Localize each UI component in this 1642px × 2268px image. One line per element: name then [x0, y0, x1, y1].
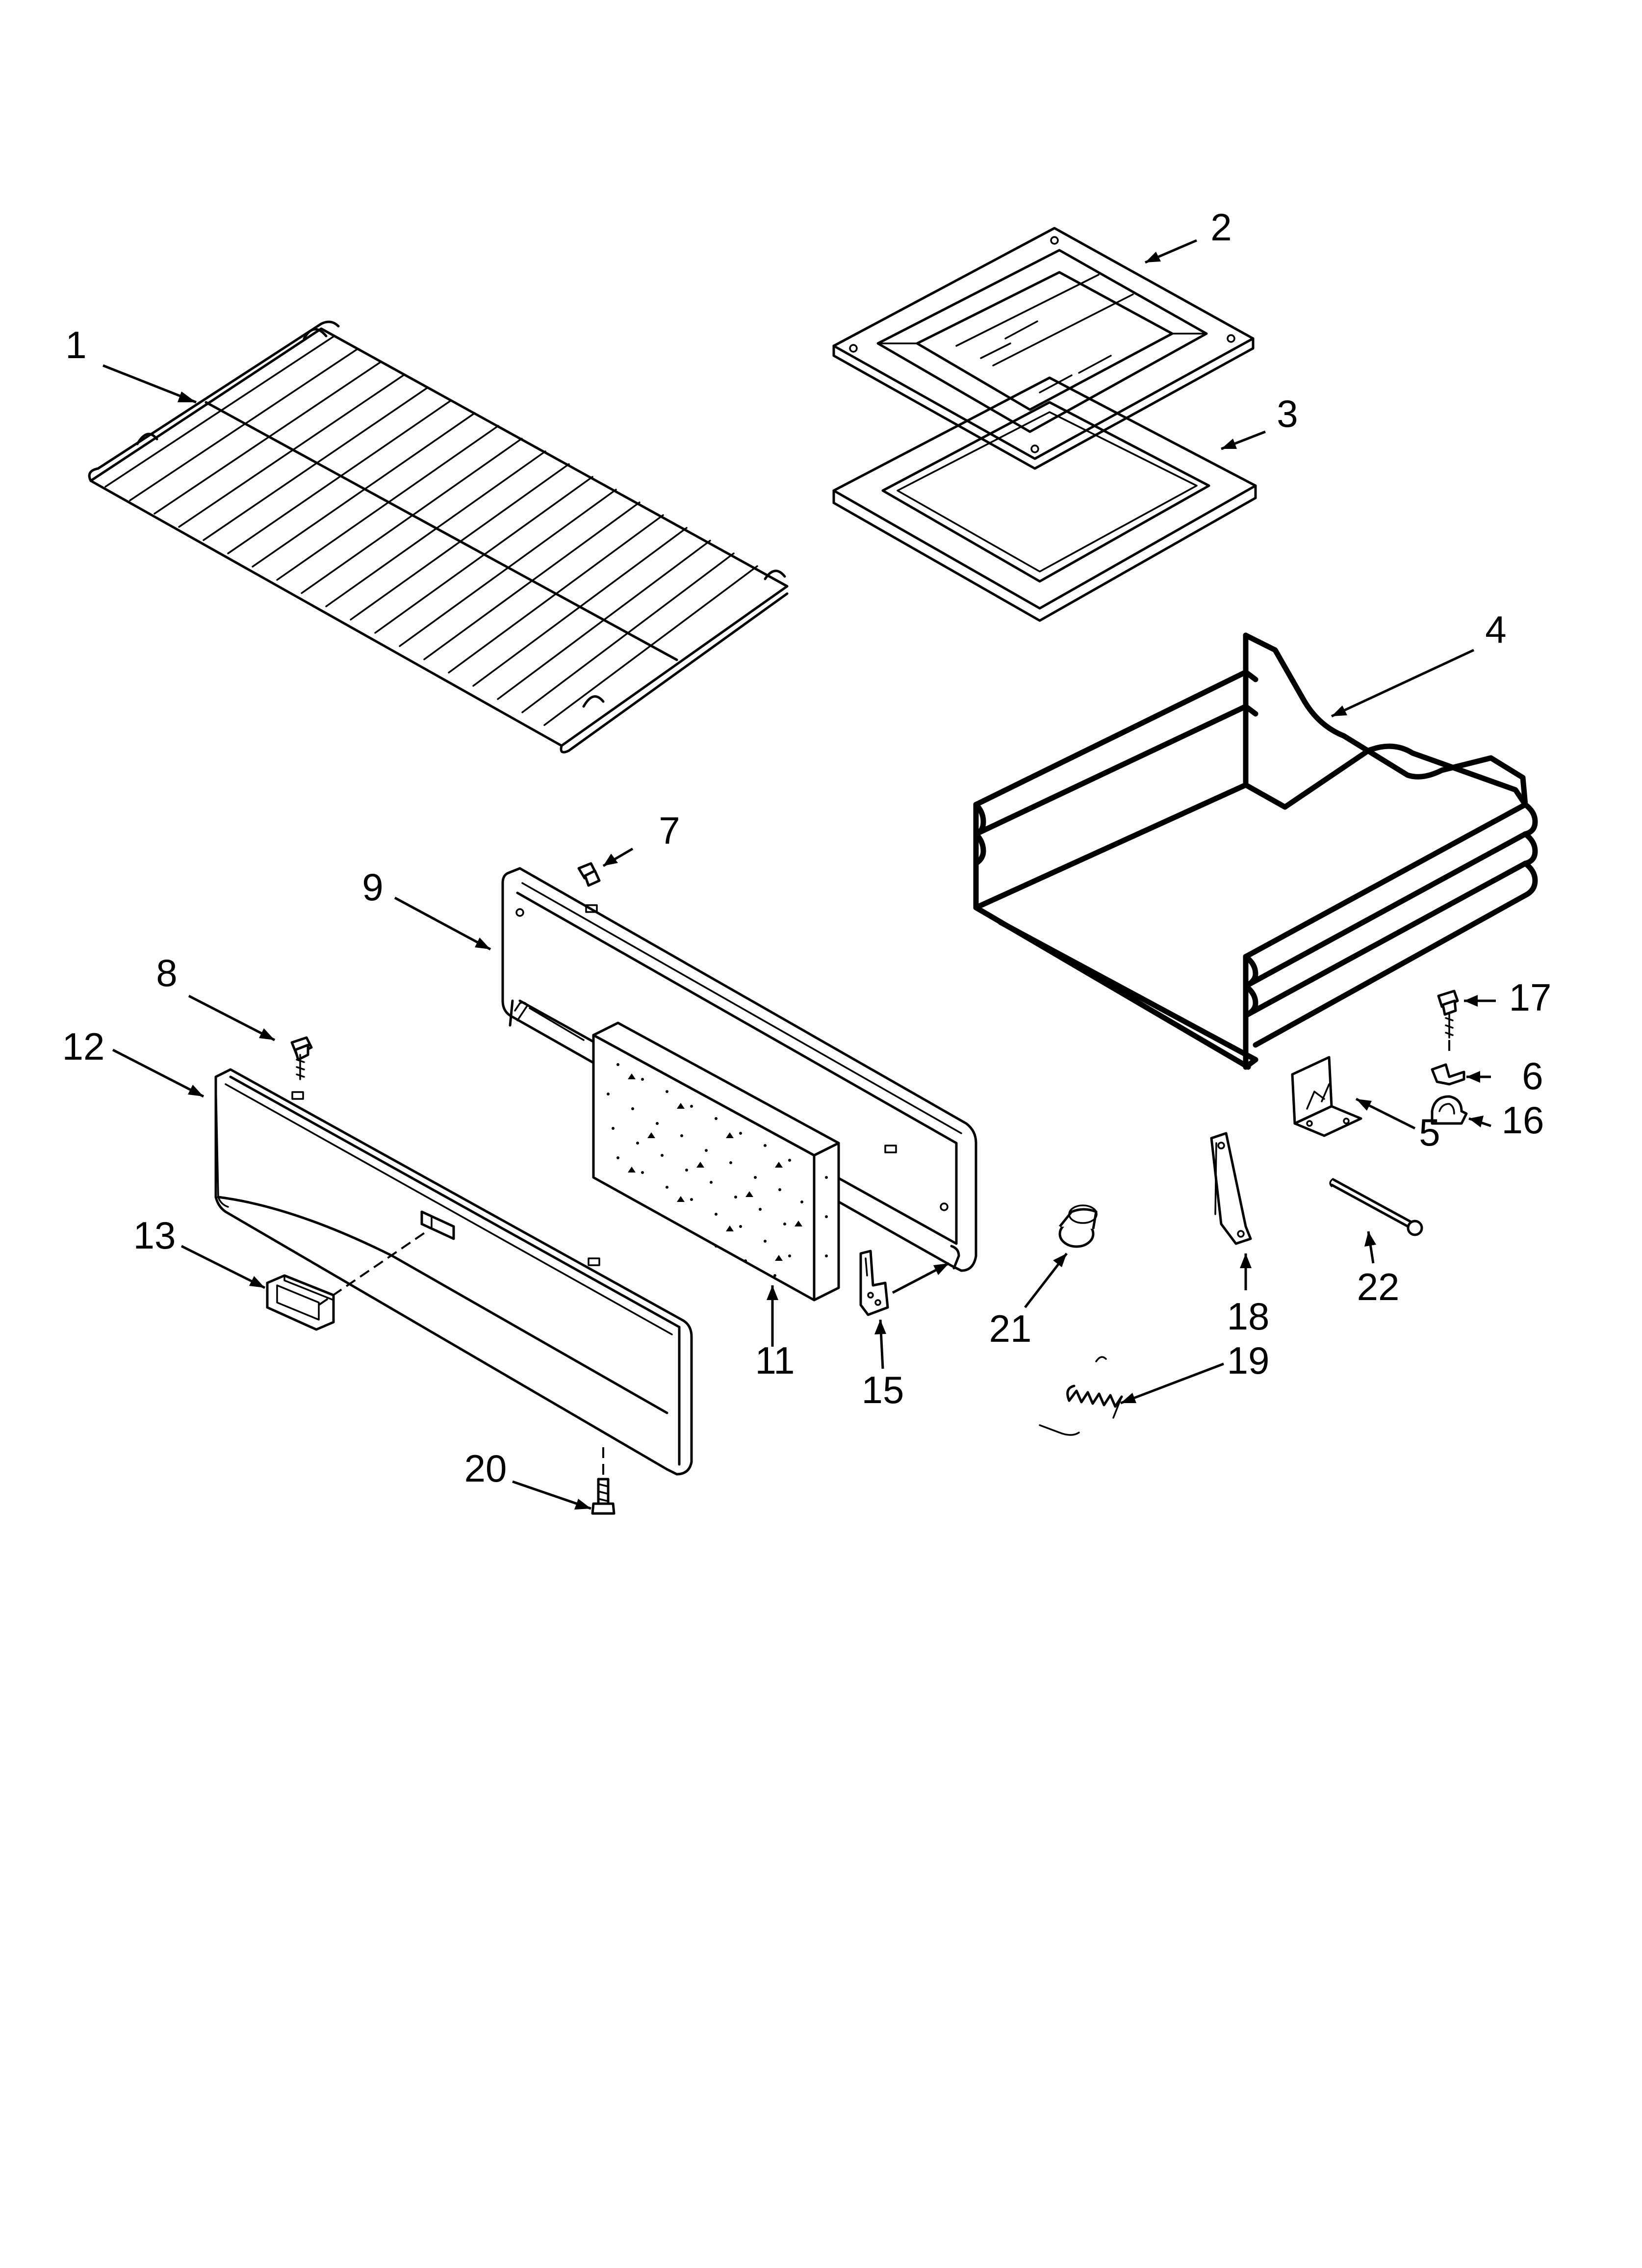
callout-15: 15 [862, 1368, 904, 1411]
leader-lines [103, 239, 1496, 1510]
callout-8: 8 [156, 951, 177, 994]
part-18-arm [1210, 1132, 1252, 1245]
part-3-broil-pan [832, 376, 1257, 622]
part-20-screw [591, 1447, 616, 1515]
part-21-roller [1058, 1204, 1098, 1248]
callout-21: 21 [989, 1307, 1032, 1350]
part-11-insulation [592, 1021, 840, 1302]
callout-6: 6 [1522, 1054, 1543, 1097]
part-16-clip [1431, 1095, 1468, 1125]
callout-3: 3 [1277, 392, 1298, 435]
part-15-bracket [859, 1250, 889, 1316]
part-2-broil-pan-grid [832, 227, 1255, 470]
insulation-triangles [628, 1073, 802, 1261]
part-5-bracket [1291, 1056, 1362, 1137]
part-17-screw [1437, 990, 1459, 1052]
callout-22: 22 [1357, 1265, 1400, 1308]
part-8-screw [290, 1036, 313, 1080]
part-1-oven-rack [88, 320, 789, 754]
callout-12: 12 [62, 1025, 105, 1068]
callout-16: 16 [1502, 1098, 1544, 1142]
part-4-drawer-frame [973, 632, 1538, 1070]
callout-1: 1 [65, 323, 86, 366]
part-13-handle-insert [266, 1230, 428, 1331]
part-22-rod [1329, 1178, 1423, 1236]
callout-labels: 1 2 3 4 5 6 7 8 9 11 12 13 15 16 17 18 1… [62, 206, 1552, 1490]
callout-13: 13 [133, 1214, 176, 1257]
insulation-texture [607, 1063, 828, 1277]
part-6-clip [1431, 1063, 1465, 1086]
callout-2: 2 [1210, 206, 1232, 249]
callout-4: 4 [1485, 608, 1506, 651]
callout-5: 5 [1419, 1111, 1440, 1154]
part-7-screw [577, 862, 601, 887]
callout-11: 11 [755, 1339, 795, 1382]
callout-20: 20 [464, 1447, 507, 1490]
callout-9: 9 [362, 865, 383, 909]
callout-7: 7 [659, 809, 680, 852]
callout-17: 17 [1509, 976, 1552, 1019]
part-19-spring [1039, 1356, 1123, 1436]
part-12-drawer-front [214, 1068, 693, 1476]
callout-18: 18 [1227, 1295, 1270, 1338]
rack-wires [104, 336, 758, 726]
callout-19: 19 [1227, 1339, 1270, 1382]
